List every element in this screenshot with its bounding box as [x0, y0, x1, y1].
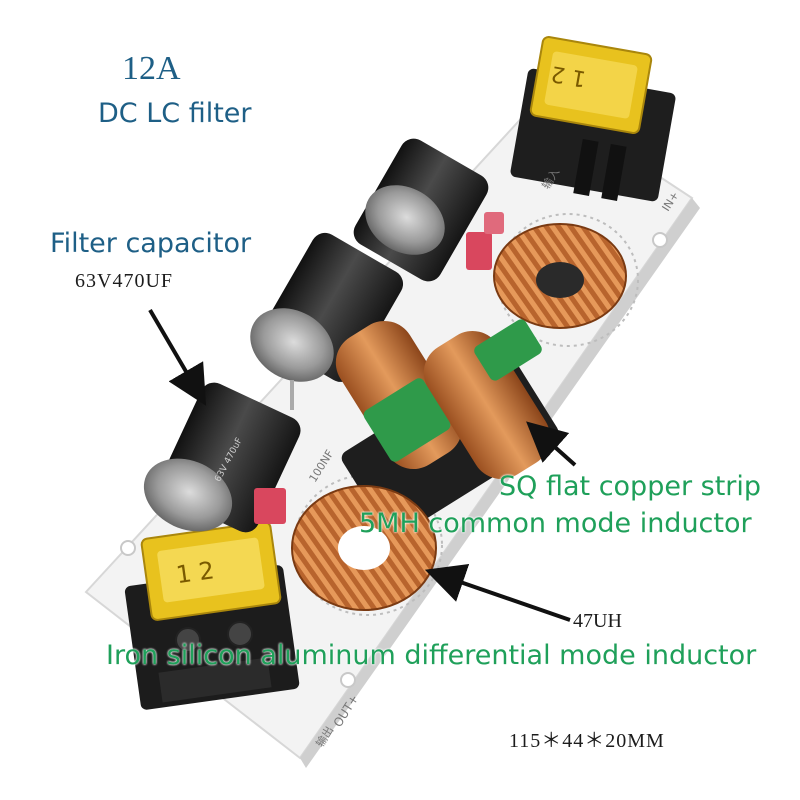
capacitor-label: Filter capacitor	[50, 228, 252, 259]
product-title: DC LC filter	[98, 98, 252, 129]
film-capacitor-top-2	[484, 212, 504, 234]
common-mode-label-line1: SQ flat copper strip	[499, 471, 762, 502]
film-capacitor-top	[466, 232, 492, 270]
capacitor-arrow-icon	[148, 308, 207, 406]
toroid-inductor-top	[493, 223, 627, 329]
input-fuse-digits: 1 2	[549, 60, 588, 91]
current-rating: 12A	[122, 50, 181, 87]
output-terminal-block	[124, 521, 300, 710]
filter-capacitor-1	[353, 138, 489, 282]
common-mode-arrow-icon	[526, 421, 577, 467]
dimensions-label: 115＊44＊20MM	[509, 730, 665, 752]
differential-label: Iron silicon aluminum differential mode …	[106, 640, 757, 671]
capacitor-value: 63V470UF	[75, 270, 174, 292]
film-capacitor-bottom	[254, 488, 286, 524]
output-fuse-digits: 1 2	[174, 556, 216, 589]
differential-arrow-icon	[424, 563, 571, 622]
common-mode-label-line2: 5MH common mode inductor	[359, 508, 752, 539]
differential-value: 47UH	[573, 610, 622, 632]
input-terminal-block	[510, 36, 676, 202]
differential-mode-inductor	[291, 485, 437, 611]
